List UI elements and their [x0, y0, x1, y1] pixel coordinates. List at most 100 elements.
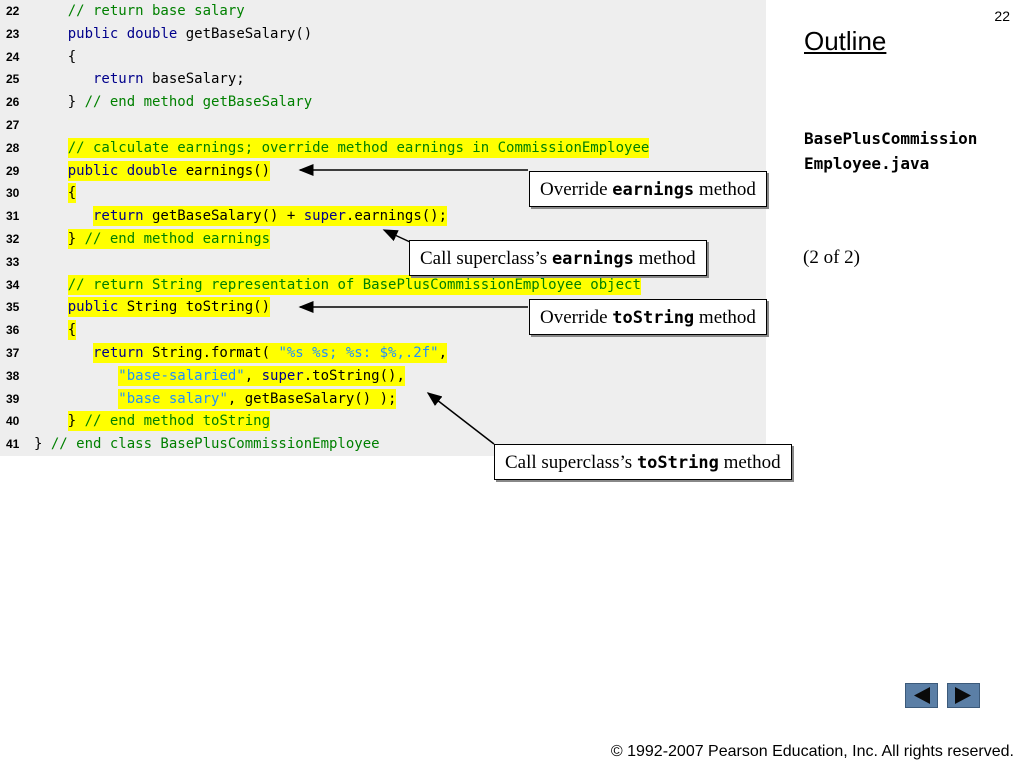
triangle-right-icon	[955, 687, 971, 704]
code-token: // return base salary	[67, 3, 245, 19]
code-token: return	[93, 345, 144, 361]
code-panel: 22 // return base salary 23 public double g…	[0, 0, 766, 456]
line-number: 22	[6, 4, 20, 18]
code-token: }	[67, 231, 85, 247]
prev-slide-button[interactable]	[905, 683, 938, 708]
code-text: // return String representation of BaseP…	[67, 274, 641, 295]
code-line: 24 {	[0, 47, 766, 70]
copyright-footer: © 1992-2007 Pearson Education, Inc. All …	[610, 743, 1014, 760]
code-text: return getBaseSalary() + super.earnings(…	[93, 206, 448, 227]
code-text: public String toString()	[67, 297, 271, 318]
code-line: 33	[0, 252, 766, 275]
code-token: {	[67, 322, 77, 339]
code-token: // end method getBaseSalary	[84, 94, 313, 111]
line-number: 33	[6, 254, 20, 269]
code-text: return String.format( "%s %s; %s: $%,.2f…	[93, 343, 448, 363]
code-token: }	[67, 413, 85, 430]
code-token: "%s %s; %s: $%,.2f"	[278, 345, 439, 361]
code-line: 34 // return String representation of Bas…	[0, 274, 766, 298]
page-info: (2 of 2)	[803, 247, 860, 268]
code-token: double	[126, 25, 178, 42]
code-text: // return base salary	[68, 1, 245, 21]
code-text: } // end class BasePlusCommissionEmploye…	[34, 434, 380, 454]
line-number: 32	[6, 232, 20, 246]
code-token: "base-salaried"	[118, 367, 245, 384]
line-number: 36	[6, 323, 20, 338]
outline-link[interactable]: Outline	[804, 26, 887, 56]
code-line: 32} // end method earnings	[0, 229, 766, 252]
code-token: .toString(),	[303, 367, 405, 384]
line-number: 39	[6, 391, 20, 406]
code-line: 22 // return base salary	[0, 1, 766, 24]
code-token: "base salary"	[118, 390, 228, 407]
line-number: 29	[6, 163, 20, 178]
code-line: 41} // end class BasePlusCommissionEmplo…	[0, 434, 766, 457]
code-line: 35 public String toString()	[0, 297, 766, 320]
filename-line-2: Employee.java	[804, 154, 930, 173]
code-token: getBaseSalary() +	[143, 208, 304, 225]
code-token: public	[67, 299, 119, 316]
code-token: baseSalary;	[143, 71, 245, 88]
line-number: 26	[6, 95, 20, 110]
code-token: , getBaseSalary() );	[227, 390, 397, 407]
code-text: "base salary", getBaseSalary() );	[118, 388, 397, 409]
code-token: double	[126, 162, 178, 179]
line-number: 24	[6, 49, 20, 64]
line-number: 37	[6, 346, 20, 360]
code-line: 37 return String.format( "%s %s; %s: $%,.…	[0, 343, 766, 366]
code-token: // end class BasePlusCommissionEmployee	[50, 436, 380, 453]
code-token: {	[67, 48, 77, 65]
line-number: 35	[6, 300, 20, 315]
code-token: return	[93, 208, 144, 225]
slide-number: 22	[994, 8, 1010, 24]
code-text: } // end method getBaseSalary	[68, 92, 312, 112]
code-token: ,	[438, 345, 448, 361]
code-token: String toString()	[118, 299, 271, 316]
line-number: 41	[6, 437, 20, 452]
code-token: {	[67, 185, 77, 202]
code-token: }	[34, 436, 51, 453]
code-text: public double earnings()	[67, 160, 271, 181]
triangle-left-icon	[914, 687, 930, 704]
code-token: // calculate earnings; override method e…	[67, 139, 650, 156]
code-token: // end method toString	[84, 413, 271, 430]
filename-label: BasePlusCommission Employee.java	[804, 126, 977, 176]
code-text: } // end method toString	[67, 411, 271, 432]
line-number: 28	[6, 140, 20, 155]
code-line: 28 // calculate earnings; override method…	[0, 137, 766, 161]
code-line: 26} // end method getBaseSalary	[0, 92, 766, 115]
code-token: }	[67, 94, 85, 111]
arrow-super-earnings	[382, 229, 411, 243]
code-line: 36 {	[0, 320, 766, 343]
line-number: 40	[6, 414, 20, 429]
arrow-super-tostring	[426, 392, 495, 445]
code-line: 38 "base-salaried", super.toString(),	[0, 365, 766, 389]
code-token: ,	[244, 367, 262, 384]
line-number: 31	[6, 209, 20, 224]
code-token: super	[303, 208, 346, 225]
line-number: 30	[6, 186, 20, 201]
code-text: {	[67, 183, 77, 204]
code-line: 29 public double earnings()	[0, 160, 766, 184]
code-text: // calculate earnings; override method e…	[67, 137, 650, 158]
callout-super-tostring: Call superclass’s toString method	[494, 444, 792, 480]
code-token: return	[93, 71, 144, 88]
code-token: // end method earnings	[84, 231, 271, 247]
code-line: 40} // end method toString	[0, 411, 766, 434]
code-token: getBaseSalary()	[177, 25, 313, 42]
code-line: 31 return getBaseSalary() + super.earning…	[0, 206, 766, 229]
line-number: 23	[6, 26, 20, 41]
line-number: 38	[6, 368, 20, 383]
line-number: 34	[6, 277, 20, 292]
code-token: public	[67, 162, 119, 179]
next-slide-button[interactable]	[947, 683, 980, 708]
code-line: 39 "base salary", getBaseSalary() );	[0, 388, 766, 412]
code-text: {	[67, 320, 77, 341]
callout-override-earnings: Override earnings method	[529, 171, 767, 207]
code-line: 27	[0, 115, 766, 138]
code-token: super	[261, 367, 304, 384]
code-token: .earnings();	[345, 208, 448, 225]
code-text: return baseSalary;	[93, 69, 245, 89]
